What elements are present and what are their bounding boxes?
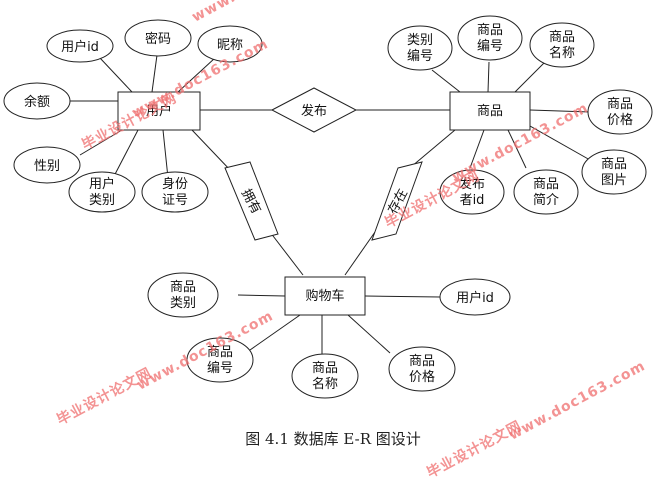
relationship-publish: 发布 <box>270 87 358 133</box>
attr-user-idcard-label: 身份证号 <box>162 176 188 208</box>
attr-user-balance-label: 余额 <box>24 94 50 110</box>
attr-cart-userid: 用户id <box>439 278 511 316</box>
attr-product-name-label: 商品名称 <box>549 30 575 61</box>
attr-cart-name: 商品名称 <box>291 353 359 399</box>
attr-product-publisher: 发布者id <box>439 169 505 215</box>
entity-cart: 购物车 <box>284 276 366 316</box>
attr-cart-name-label: 商品名称 <box>312 361 338 392</box>
attr-user-gender: 性别 <box>13 146 81 184</box>
entity-product-label: 商品 <box>477 104 503 119</box>
attr-product-image-label: 商品图片 <box>601 157 627 188</box>
entity-cart-label: 购物车 <box>305 288 344 304</box>
watermark-url: www.doc163.com <box>189 0 331 26</box>
attr-product-id-label: 商品编号 <box>477 23 503 54</box>
attr-cart-id-label: 商品编号 <box>207 345 233 376</box>
edge-cart-id <box>249 314 301 351</box>
watermark-url: www.doc163.com <box>506 358 648 444</box>
attr-user-usertype-label: 用户类别 <box>89 176 115 208</box>
edge-product-publisher <box>469 129 485 169</box>
attr-user-idcard: 身份证号 <box>141 171 209 213</box>
entity-product: 商品 <box>449 91 531 131</box>
edge-product-typeid <box>431 69 461 93</box>
edge-contain-cart <box>344 231 376 276</box>
edge-product-image <box>529 125 591 161</box>
attr-product-typeid: 类别编号 <box>387 25 453 71</box>
attr-user-nickname: 昵称 <box>197 25 263 63</box>
attr-product-image: 商品图片 <box>581 149 647 195</box>
edge-user-userid <box>99 57 133 93</box>
attr-cart-type: 商品类别 <box>147 272 219 318</box>
attr-product-intro: 商品简介 <box>513 169 579 215</box>
figure-caption: 图 4.1 数据库 E-R 图设计 <box>245 430 421 448</box>
attr-cart-id: 商品编号 <box>186 337 254 383</box>
watermark-group: 毕业设计论文网 www.doc163.com www.doc163.com 毕业… <box>54 0 648 482</box>
entity-user-label: 用户 <box>146 103 172 119</box>
attr-product-price-label: 商品价格 <box>607 97 633 128</box>
attr-product-name: 商品名称 <box>529 22 595 68</box>
attr-user-password: 密码 <box>124 19 192 57</box>
attr-user-gender-label: 性别 <box>34 159 60 174</box>
edge-cart-userid <box>364 295 441 298</box>
watermark-url: www.doc163.com <box>134 308 276 394</box>
attr-product-price: 商品价格 <box>587 89 653 135</box>
edge-cart-price <box>347 314 391 354</box>
attr-user-usertype: 用户类别 <box>68 171 136 213</box>
edge-user-gender <box>79 129 123 156</box>
edge-user-own <box>191 129 233 173</box>
attr-cart-price-label: 商品价格 <box>409 354 435 385</box>
edge-user-usertype <box>111 129 139 181</box>
attr-cart-price: 商品价格 <box>388 346 456 392</box>
entity-user: 用户 <box>117 91 201 131</box>
attr-cart-userid-label: 用户id <box>456 290 494 306</box>
watermark-text: 毕业设计论文网 <box>54 364 155 428</box>
attr-product-intro-label: 商品简介 <box>533 177 559 208</box>
edge-user-idcard <box>162 129 169 179</box>
edge-own-cart <box>269 231 304 276</box>
attr-user-nickname-label: 昵称 <box>217 38 243 53</box>
attr-user-balance: 余额 <box>3 82 71 120</box>
edge-product-price <box>529 109 591 113</box>
edges <box>70 54 591 356</box>
edge-product-intro <box>507 129 527 169</box>
edge-user-password <box>151 54 158 93</box>
attr-product-publisher-label: 发布者id <box>459 176 485 208</box>
relationship-own: 拥有 <box>224 161 279 241</box>
attr-user-userid: 用户id <box>46 29 114 63</box>
attr-product-id: 商品编号 <box>457 15 523 61</box>
attr-cart-type-label: 商品类别 <box>170 280 196 311</box>
attr-user-userid-label: 用户id <box>61 39 99 55</box>
edge-product-name <box>514 61 546 93</box>
edge-user-nickname <box>177 57 216 93</box>
relationship-publish-label: 发布 <box>301 103 327 119</box>
edge-product-id <box>487 61 490 93</box>
attr-user-password-label: 密码 <box>145 31 171 47</box>
edge-cart-type <box>237 294 286 297</box>
attr-product-typeid-label: 类别编号 <box>407 33 433 64</box>
